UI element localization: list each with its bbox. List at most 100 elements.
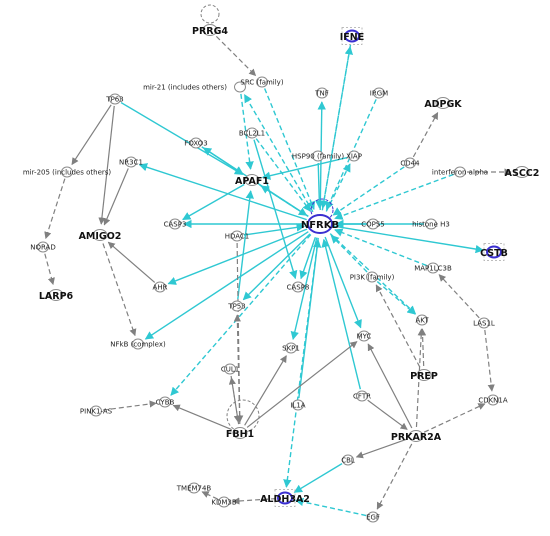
node-ifna[interactable]: interferon alpha: [432, 166, 488, 178]
node-bcl2l1[interactable]: BCL2L1: [239, 127, 265, 139]
node-casp3[interactable]: CASP3: [164, 218, 187, 230]
node-apaf1[interactable]: APAF1: [235, 174, 269, 188]
node-tp53[interactable]: TP53: [227, 300, 246, 312]
node-larp6[interactable]: LARP6: [39, 289, 74, 303]
node-ascc2[interactable]: ASCC2: [505, 166, 540, 180]
edge-las1l-to-map1lc3b: [438, 274, 480, 319]
node-cstb[interactable]: CSTB: [480, 243, 508, 261]
node-ahr[interactable]: AHR: [153, 281, 168, 293]
node-mir205[interactable]: mir-205 (includes others): [23, 166, 112, 178]
edge-xiap-to-apaf1: [261, 156, 348, 180]
node-il1a[interactable]: IL1A: [290, 399, 306, 411]
edge-nfrkb-to-nr3c1: [138, 163, 307, 221]
node-label-myc: MYC: [357, 333, 372, 341]
node-tnf[interactable]: TNF: [314, 87, 329, 99]
node-xiap[interactable]: XIAP: [346, 150, 362, 162]
node-norad[interactable]: NORAD: [30, 241, 56, 253]
node-symbol-aldh3a2: [277, 491, 293, 505]
node-nr3c1[interactable]: NR3C1: [119, 156, 143, 168]
node-symbol-apaf1: [244, 174, 260, 186]
node-symbol-nfkb: [132, 338, 144, 350]
edge-map1lc3b-to-nfrkb: [334, 228, 427, 267]
node-label-casp3: CASP3: [164, 221, 187, 229]
node-cybb[interactable]: CYBB: [156, 396, 175, 408]
node-nfkb[interactable]: NFkB (complex): [110, 338, 166, 350]
node-symbol-egf: [367, 511, 379, 523]
node-symbol-mir205: [61, 166, 73, 178]
node-nfrkb[interactable]: NFRKB: [301, 214, 339, 234]
node-amigo2[interactable]: AMIGO2: [79, 229, 122, 243]
node-label-nfkb: NFkB (complex): [110, 341, 166, 349]
edge-tp53-to-apaf1: [237, 190, 254, 300]
node-src[interactable]: SRC (family): [240, 76, 284, 88]
node-fbh1[interactable]: FBH1: [226, 427, 254, 441]
edge-amigo2-to-nfkb: [102, 243, 137, 337]
edge-tp63-to-apaf1: [120, 101, 244, 176]
node-symbol-tp63: [109, 93, 121, 105]
edge-fbh1-to-skp1: [244, 355, 287, 426]
node-adpgk[interactable]: ADPGK: [424, 97, 462, 111]
node-symbol-cstb: [486, 245, 502, 259]
node-myc[interactable]: MYC: [357, 330, 372, 342]
node-casp8[interactable]: CASP8: [287, 281, 310, 293]
edge-hdac1-to-nfrkb: [243, 223, 305, 236]
node-egf[interactable]: EGF: [366, 511, 380, 523]
node-map1lc3b[interactable]: MAP1LC3B: [414, 262, 452, 274]
node-tp63[interactable]: TP63: [105, 93, 124, 105]
edge-apaf1-to-casp3: [182, 183, 245, 221]
node-cd44[interactable]: CD44: [400, 157, 420, 169]
node-kdm3b[interactable]: KDM3B: [211, 496, 237, 508]
node-prep[interactable]: PREP: [410, 369, 438, 383]
edge-prkar2a-to-myc: [367, 343, 413, 429]
node-skp1[interactable]: SKP1: [282, 342, 300, 354]
node-ifne[interactable]: IFNE: [340, 27, 364, 45]
self-loop-prrg4: [200, 4, 220, 24]
node-label-ascc2: ASCC2: [505, 168, 540, 179]
node-symbol-myc: [358, 330, 370, 342]
node-cops5[interactable]: COPS5: [361, 218, 385, 230]
node-symbol-skp1: [285, 342, 297, 354]
self-loop-fbh1: [226, 399, 260, 433]
node-symbol-larp6: [48, 289, 64, 301]
edge-pink1as-to-cybb: [102, 400, 157, 411]
node-hdac1[interactable]: HDAC1: [225, 230, 250, 242]
selection-box-aldh3a2: [274, 489, 296, 507]
node-cul1[interactable]: CUL1: [221, 363, 239, 375]
node-cftr[interactable]: CFTR: [353, 390, 371, 402]
node-las1l[interactable]: LAS1L: [473, 317, 495, 329]
node-prrg4[interactable]: PRRG4: [192, 24, 228, 38]
node-cbl[interactable]: CBL: [341, 454, 355, 466]
edge-src-to-nfrkb: [263, 88, 315, 210]
node-pink1as[interactable]: PINK1-AS: [80, 405, 113, 417]
node-symbol-cops5: [367, 218, 379, 230]
node-label-casp8: CASP8: [287, 284, 310, 292]
node-hsp90[interactable]: HSP90 (family): [292, 150, 344, 162]
node-akt[interactable]: AKT: [415, 314, 429, 326]
node-aldh3a2[interactable]: ALDH3A2: [260, 489, 310, 507]
node-tmem74b[interactable]: TMEM74B: [176, 482, 212, 494]
edge-prep-to-pi3k: [375, 284, 421, 368]
node-prkar2a[interactable]: PRKAR2A: [391, 430, 442, 444]
node-label-cftr: CFTR: [353, 393, 371, 401]
node-symbol-pink1as: [90, 405, 102, 417]
node-pi3k[interactable]: PI3K (family): [350, 271, 395, 283]
node-mir21[interactable]: mir-21 (includes others): [143, 81, 246, 93]
node-symbol-src: [256, 76, 268, 88]
node-label-hdac1: HDAC1: [225, 233, 250, 241]
edge-hdac1-to-fbh1: [236, 242, 244, 423]
node-foxo3[interactable]: FOXO3: [184, 137, 208, 149]
node-label-src: SRC (family): [240, 79, 283, 87]
edge-nfrkb-to-cstb: [333, 225, 484, 254]
edge-apaf1-to-nfrkb: [259, 184, 308, 216]
node-irgm[interactable]: IRGM: [370, 87, 388, 99]
node-histh3[interactable]: histone H3: [412, 218, 450, 230]
node-label-prep: PREP: [410, 371, 438, 382]
edge-pi3k-to-nfrkb: [330, 234, 368, 273]
node-label-akt: AKT: [415, 317, 429, 325]
edge-tp63-to-mir205: [71, 104, 112, 166]
node-cdkn1a[interactable]: CDKN1A: [478, 394, 508, 406]
edge-mir205-to-norad: [44, 178, 66, 240]
node-label-prrg4: PRRG4: [192, 26, 228, 37]
edge-cbl-to-aldh3a2: [293, 463, 343, 493]
